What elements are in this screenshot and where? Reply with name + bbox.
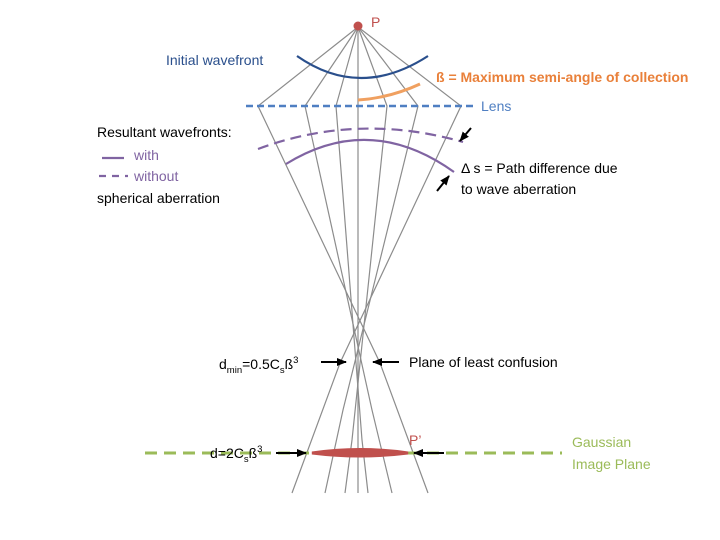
beta-definition-label: ß = Maximum semi-angle of collection: [436, 69, 688, 85]
ray-1: [257, 26, 429, 494]
point-p-prime-label: P’: [409, 432, 421, 448]
point-p-marker: [353, 21, 363, 31]
lens-label: Lens: [481, 98, 511, 114]
disc-diameter-formula: d=2Csß3: [210, 444, 262, 465]
initial-wavefront-arc: [296, 55, 429, 79]
gaussian-label-line2: Image Plane: [572, 456, 651, 472]
plane-of-least-confusion-label: Plane of least confusion: [409, 354, 558, 370]
path-diff-arrow-bottom: [436, 175, 450, 192]
dmin-formula: dmin=0.5Csß3: [219, 355, 298, 376]
beta-text: = Maximum semi-angle of collection: [445, 69, 689, 85]
wavefront-without-aberration: [257, 127, 464, 151]
path-difference-line2: to wave aberration: [461, 181, 576, 197]
spherical-aberration-label: spherical aberration: [97, 190, 220, 206]
path-difference-line1: Δ s = Path difference due: [461, 160, 618, 176]
point-p-label: P: [371, 14, 380, 30]
wavefront-with-aberration: [285, 138, 455, 173]
resultant-wavefronts-title: Resultant wavefronts:: [97, 124, 232, 140]
beta-symbol: ß: [436, 69, 445, 85]
ray-5: [344, 26, 388, 494]
path-diff-arrow-top: [459, 127, 472, 142]
ray-3: [335, 26, 369, 494]
legend-without-label: without: [133, 168, 178, 184]
ray-bundle: [257, 26, 462, 494]
image-spot: [311, 448, 409, 458]
initial-wavefront-label: Initial wavefront: [166, 52, 263, 68]
gaussian-label-line1: Gaussian: [572, 434, 631, 450]
beta-angle-arc: [357, 82, 421, 102]
legend-with-label: with: [133, 147, 159, 163]
